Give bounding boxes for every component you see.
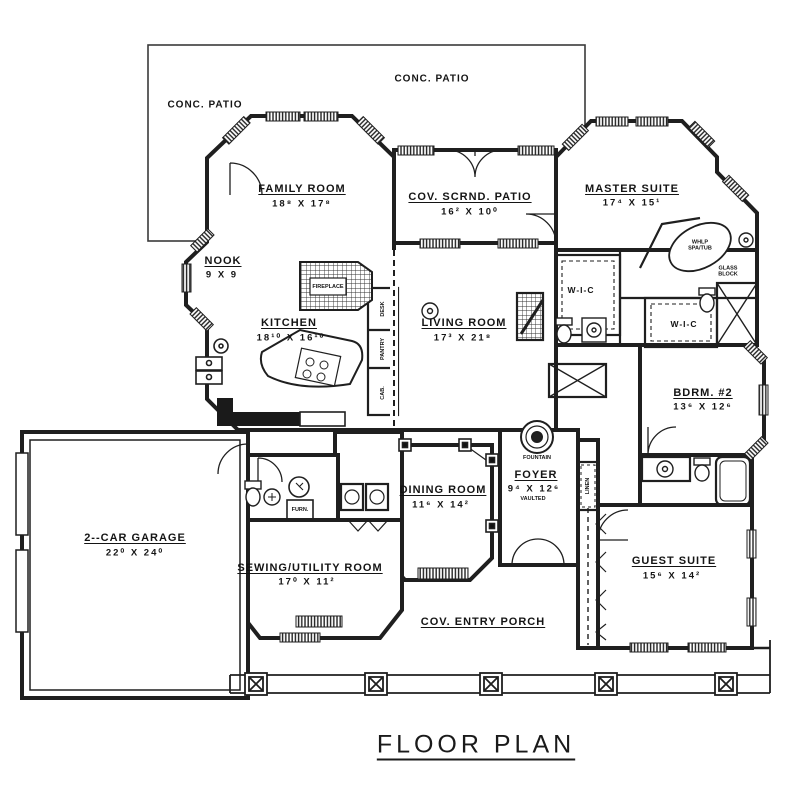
entry-porch — [229, 640, 771, 696]
sheet-title: FLOOR PLAN — [376, 730, 576, 759]
kitchen-counter — [195, 338, 346, 427]
fountain — [520, 420, 554, 454]
shower-master — [715, 281, 759, 347]
hall-bifold — [595, 513, 607, 641]
label-fireplace: FIREPLACE — [312, 283, 344, 290]
column-post — [398, 438, 412, 452]
column-post — [458, 438, 472, 452]
label-spa-tub: WHLP SPA/TUB — [688, 239, 712, 252]
dashed-lines — [390, 250, 712, 645]
label-glass-block: GLASS BLOCK — [718, 265, 738, 278]
label-family-room: FAMILY ROOM — [258, 183, 346, 195]
label-pantry: PANTRY — [380, 338, 386, 360]
label-master-suite: MASTER SUITE — [585, 183, 679, 195]
porch-column — [714, 672, 738, 696]
label-foyer: FOYER — [514, 469, 558, 481]
windows — [181, 111, 769, 653]
label-living-room: LIVING ROOM — [421, 317, 507, 329]
label-garage: 2--CAR GARAGE — [84, 532, 186, 544]
dims-master-suite: 17⁴ X 15¹ — [602, 197, 662, 209]
dims-foyer: 9⁴ X 12⁶ — [507, 483, 561, 495]
shower2 — [547, 362, 608, 399]
label-cab: CAB. — [380, 386, 386, 400]
label-dining-room: DINING ROOM — [399, 484, 487, 496]
exterior-walls — [20, 114, 766, 700]
utility-alcove-shell — [333, 430, 404, 522]
label-wic-2: W-I-C — [670, 319, 698, 329]
sinks — [263, 232, 754, 506]
dims-living-room: 17³ X 21⁸ — [433, 332, 493, 344]
label-sewing-room: SEWING/UTILITY ROOM — [237, 562, 383, 574]
kitchen-fireplace — [299, 261, 373, 311]
dims-garage: 22⁰ X 24⁰ — [105, 547, 165, 559]
door-family — [229, 162, 263, 196]
dims-nook: 9 X 9 — [205, 269, 239, 281]
columns — [398, 438, 499, 533]
bath2-counter — [640, 455, 692, 483]
dims-family-room: 18⁸ X 17⁸ — [272, 198, 332, 210]
porch-column — [479, 672, 503, 696]
note-foyer-vaulted: VAULTED — [520, 495, 546, 502]
porch-column — [364, 672, 388, 696]
label-furnace: FURN. — [291, 506, 309, 513]
door-bdrm2 — [647, 426, 677, 456]
label-conc-patio-left: CONC. PATIO — [167, 99, 243, 111]
label-conc-patio-top: CONC. PATIO — [394, 73, 470, 85]
fixtures — [195, 216, 754, 507]
furnace-box — [286, 499, 314, 521]
door-guest — [597, 509, 629, 541]
doors — [217, 149, 677, 641]
door-master — [525, 213, 557, 245]
porch-column — [594, 672, 618, 696]
kitchen-island — [259, 328, 364, 388]
label-fountain: FOUNTAIN — [522, 454, 552, 461]
label-guest-suite: GUEST SUITE — [631, 555, 717, 567]
door-halfbath — [257, 457, 283, 483]
label-screened-patio: COV. SCRND. PATIO — [408, 191, 532, 203]
dims-dining-room: 11⁶ X 14² — [412, 499, 470, 511]
door-screened-patio — [447, 149, 503, 178]
dims-sewing-room: 17⁰ X 11² — [278, 576, 336, 588]
dims-kitchen: 18¹⁰ X 16¹⁰ — [256, 332, 326, 344]
bath2-tub — [714, 455, 752, 507]
hall-bath-shell — [236, 453, 340, 522]
spa-tub — [639, 216, 732, 273]
door-entry — [511, 538, 565, 566]
label-wic-master: W-I-C — [567, 285, 595, 295]
label-desk: DESK — [380, 301, 386, 317]
garage-details — [15, 439, 241, 691]
label-nook: NOOK — [204, 255, 242, 267]
garage-shell — [20, 430, 250, 700]
dims-screened-patio: 16² X 10⁰ — [441, 206, 499, 218]
guest-suite-shell — [596, 503, 754, 650]
dims-bdrm2: 13⁶ X 12⁶ — [673, 401, 733, 413]
column-post — [485, 519, 499, 533]
label-linen: LINEN — [585, 477, 591, 495]
label-bdrm2: BDRM. #2 — [673, 387, 733, 399]
toilets — [244, 287, 716, 507]
laundry-washer — [339, 482, 365, 512]
water-heater — [288, 476, 310, 498]
label-entry-porch: COV. ENTRY PORCH — [420, 616, 546, 628]
label-kitchen: KITCHEN — [261, 317, 317, 329]
door-garage — [217, 443, 249, 475]
column-post — [485, 453, 499, 467]
door-sewing-bifold — [347, 519, 389, 532]
bedroom2-shell — [638, 343, 766, 457]
laundry-dryer — [364, 482, 390, 512]
dims-guest-suite: 15⁶ X 14² — [642, 570, 702, 582]
porch-column — [244, 672, 268, 696]
